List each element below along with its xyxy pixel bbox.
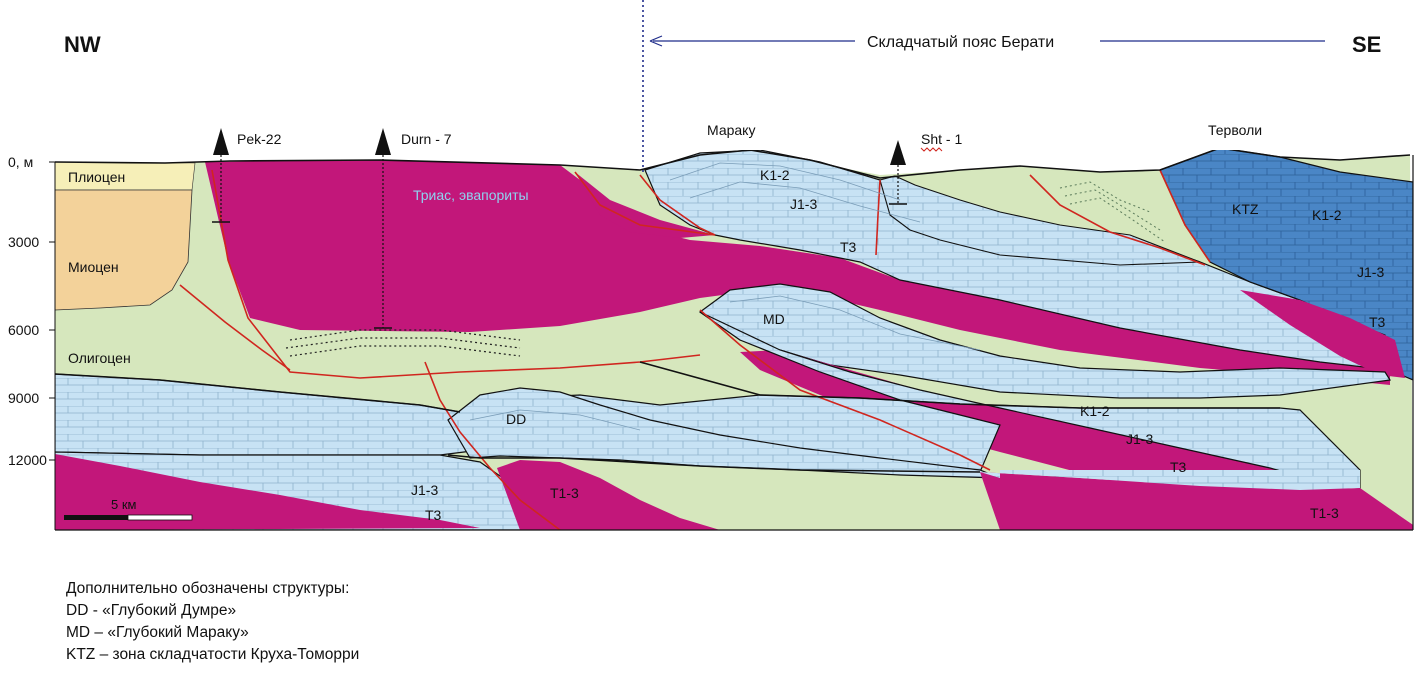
oligocene-label: Олигоцен	[68, 350, 131, 366]
dotted-reflectors-right	[1059, 181, 1166, 243]
well-sht-1: Sht - 1	[889, 131, 962, 205]
t13-label-right: T1-3	[1310, 505, 1339, 521]
miocene-label: Миоцен	[68, 259, 119, 275]
se-label: SE	[1352, 32, 1381, 57]
section-body	[55, 150, 1413, 530]
well-durn-arrow-icon	[375, 128, 391, 155]
depth-label-9000: 9000	[8, 390, 39, 406]
miocene-fill	[55, 189, 193, 311]
trias-label: Триас, эвапориты	[413, 187, 529, 203]
sht-anticline	[879, 175, 1201, 266]
trias-deep-left	[55, 454, 480, 530]
k12-label-lower: K1-2	[1080, 403, 1110, 419]
well-durn-label: Durn - 7	[401, 131, 452, 147]
legend-item-dd: DD - «Глубокий Думре»	[66, 602, 237, 619]
j13-label-left: J1-3	[411, 482, 438, 498]
bed-lines	[469, 162, 981, 431]
nw-label: NW	[64, 32, 101, 57]
dd-label: DD	[506, 411, 526, 427]
depth-label-zero: 0, м	[8, 154, 33, 170]
belt-label: Складчатый пояс Берати	[867, 34, 1054, 51]
j13-label-maraku: J1-3	[790, 196, 817, 212]
trias-evaporite-body	[205, 160, 1390, 385]
depth-ticks	[49, 161, 55, 461]
carbonate-wedge-right	[980, 470, 1360, 490]
well-pek-22: Pek-22	[212, 128, 282, 223]
legend-item-md: MD – «Глубокий Мараку»	[66, 624, 249, 641]
topographic-surface	[55, 150, 1411, 179]
ktz-label: KTZ	[1232, 201, 1259, 217]
t3-label-ktz: T3	[1369, 314, 1386, 330]
well-pek-arrow-icon	[213, 128, 229, 155]
t3-label-lower: T3	[1170, 459, 1187, 475]
belt-arrowhead-icon	[649, 35, 663, 47]
md-structure	[698, 283, 1392, 399]
trias-wedge-maraku	[575, 172, 715, 238]
well-sht-arrow-icon	[890, 140, 906, 165]
k12-label-ktz: K1-2	[1312, 207, 1342, 223]
well-sht-label: Sht - 1	[921, 131, 962, 147]
legend-item-ktz: KTZ – зона складчатости Круха-Томорри	[66, 646, 360, 663]
maraku-label: Мараку	[707, 122, 755, 138]
dotted-reflectors	[285, 329, 521, 357]
t3-label-left: T3	[425, 507, 442, 523]
well-pek-label: Pek-22	[237, 131, 282, 147]
scale-bar: 5 км	[64, 497, 193, 521]
t13-block-center	[497, 460, 720, 530]
k12-label-maraku: K1-2	[760, 167, 790, 183]
md-label: MD	[763, 311, 785, 327]
depth-label-3000: 3000	[8, 234, 39, 250]
depth-label-6000: 6000	[8, 322, 39, 338]
trias-under-ktz	[1240, 290, 1405, 378]
pliocene-label: Плиоцен	[68, 169, 125, 185]
t3-label-maraku: T3	[840, 239, 857, 255]
scale-bar-label: 5 км	[111, 497, 137, 512]
well-durn-7: Durn - 7	[374, 128, 452, 329]
thrust-faults	[179, 169, 1211, 530]
structure-legend: Дополнительно обозначены структуры: DD -…	[66, 578, 359, 666]
t13-label-center: T1-3	[550, 485, 579, 501]
t13-block-right	[980, 472, 1413, 530]
depth-label-12000: 12000	[8, 452, 47, 468]
spellcheck-underline	[920, 147, 943, 152]
tervoli-label: Терволи	[1208, 122, 1262, 138]
j13-label-lower: J1-3	[1126, 431, 1153, 447]
horizon-lines	[55, 361, 1280, 473]
j13-label-ktz: J1-3	[1357, 264, 1384, 280]
legend-title: Дополнительно обозначены структуры:	[66, 580, 350, 597]
